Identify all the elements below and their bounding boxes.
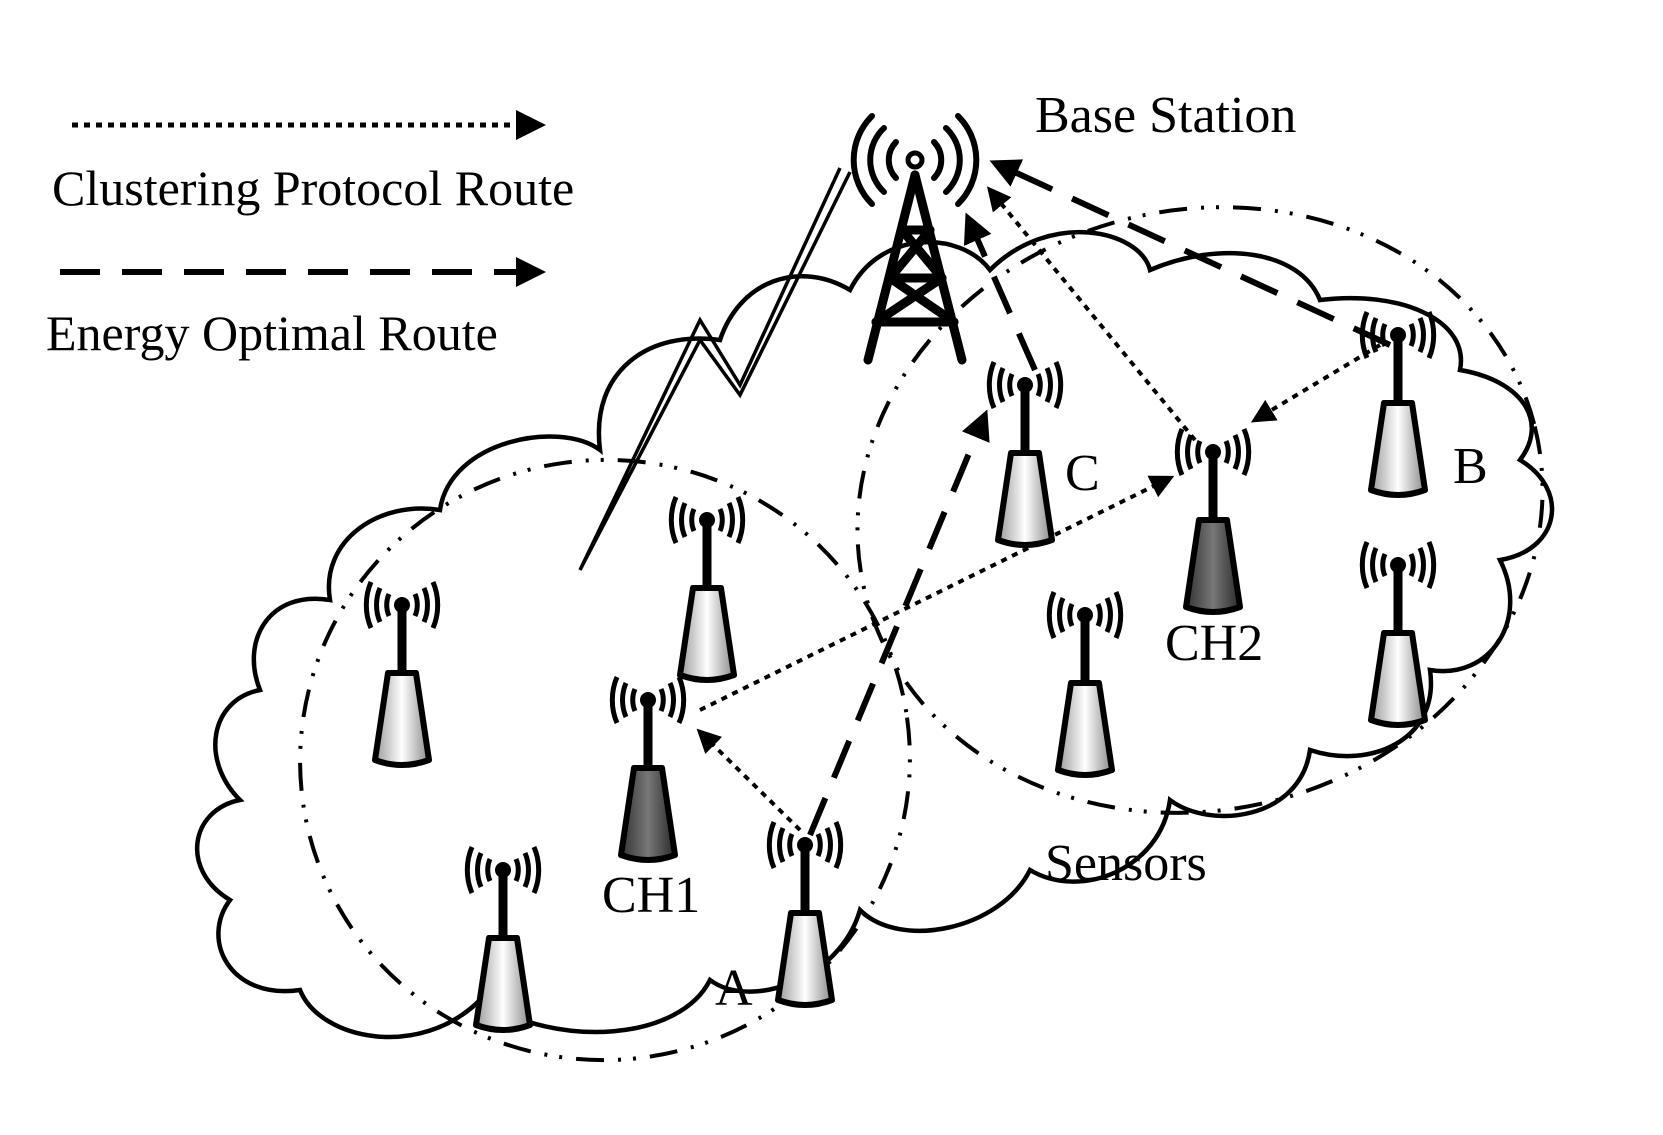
route-a-to-ch1	[696, 728, 802, 832]
cluster-head-ch2	[1174, 427, 1252, 615]
route-c-to-base	[963, 212, 1038, 372]
route-b-to-base	[989, 159, 1392, 348]
node-c-label: C	[1065, 445, 1100, 502]
route-ch2-to-base	[986, 186, 1197, 442]
cluster-1-boundary	[298, 457, 912, 1063]
sensor-node-mid-right	[1046, 590, 1124, 778]
wireless-link-bolt	[578, 167, 852, 571]
sensor-node-a	[766, 820, 844, 1008]
sensor-node-bottom-left	[464, 845, 542, 1033]
sensor-node-b	[1359, 310, 1437, 498]
sensors-label: Sensors	[1045, 835, 1207, 892]
sensor-node-left	[363, 580, 441, 768]
route-ch1-to-ch2	[699, 475, 1175, 712]
sensor-node-c	[986, 360, 1064, 548]
cluster-2-boundary	[855, 205, 1545, 815]
ch1-label: CH1	[602, 867, 700, 924]
ch2-label: CH2	[1165, 615, 1263, 672]
legend-energy-label: Energy Optimal Route	[46, 305, 498, 361]
cluster-head-ch1	[609, 675, 687, 863]
clustering-route-arrows	[696, 186, 1382, 832]
sensor-node-top-mid	[668, 495, 746, 683]
node-a-label: A	[715, 960, 753, 1017]
base-station-label: Base Station	[1035, 87, 1296, 144]
legend-clustering-label: Clustering Protocol Route	[52, 160, 574, 216]
legend: Clustering Protocol Route Energy Optimal…	[46, 110, 574, 361]
route-a-to-c	[807, 409, 990, 837]
network-cloud	[194, 229, 1555, 1040]
base-station-tower-icon	[850, 113, 980, 365]
node-b-label: B	[1453, 438, 1488, 495]
energy-route-arrows	[807, 159, 1392, 837]
sensor-node-right	[1359, 540, 1437, 728]
route-b-to-ch2	[1250, 343, 1382, 423]
